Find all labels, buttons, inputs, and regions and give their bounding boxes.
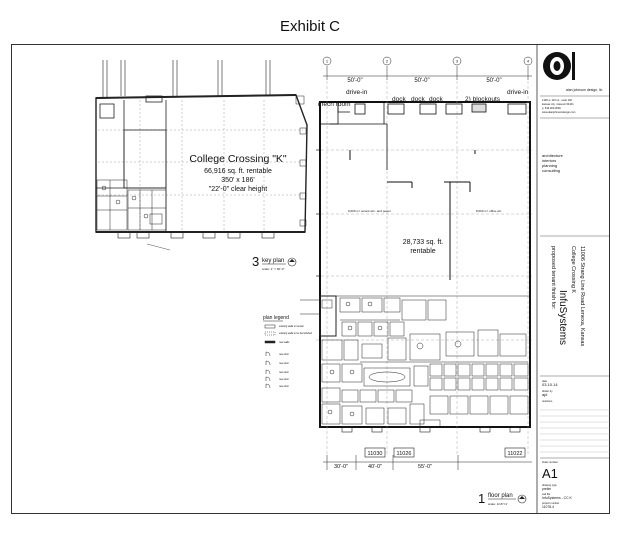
- plan-legend-title: plan legend: [263, 315, 289, 321]
- dock-label: dock: [429, 96, 443, 103]
- project-client: InfuSystems: [557, 290, 568, 345]
- grid-mark: 4: [527, 59, 530, 64]
- legend-item: new walls: [279, 341, 290, 344]
- cad-file: InfuSystems - CC K: [542, 496, 573, 500]
- sheet-number: A1: [542, 466, 558, 481]
- drawn-by-value: ajd: [542, 392, 547, 397]
- date-value: 03.10.14: [542, 382, 558, 387]
- legend-item: existing walls to remain: [279, 325, 304, 328]
- key-plan-drawing: [95, 60, 308, 251]
- revision-lines: [540, 409, 610, 453]
- key-plan-label: key plan: [262, 258, 284, 264]
- floor-plan-shell: [316, 66, 532, 455]
- drawn-by-label: drawn by: [542, 389, 553, 393]
- sheet-number-label: sheet number: [542, 460, 558, 464]
- legend-item: new door: [279, 378, 289, 381]
- firm-address-line: 1300 w. 11th st., suite 100: [542, 98, 573, 102]
- dim-top: 50'-0": [414, 78, 429, 84]
- project-address: 11006 Strang Line Road Lenexa, Kansas: [579, 246, 585, 346]
- project-building: College Crossing K: [570, 246, 576, 293]
- service-item: interiors: [542, 158, 556, 163]
- warehouse-right-note: 8,000 s.f. office wrt.: [476, 209, 502, 213]
- dim-bottom: 55'-0": [418, 464, 432, 470]
- suite-number: 11030: [368, 451, 383, 457]
- legend-item: existing walls to be demolished: [279, 332, 313, 335]
- project-number: 11078.4: [542, 505, 554, 509]
- floor-plan-scale: scale: 1/16"=1': [488, 502, 508, 506]
- drawing-type-label: drawing type: [542, 483, 557, 487]
- north-arrow-icon: [287, 257, 297, 267]
- exhibit-title: Exhibit C: [279, 18, 341, 35]
- key-plan-dims: 350' x 186': [221, 177, 254, 184]
- rentable-word: rentable: [410, 248, 435, 255]
- dim-top: 50'-0": [486, 78, 501, 84]
- drawing-sheet: [11, 44, 610, 514]
- blockouts-label: 2) blockouts: [465, 96, 501, 103]
- grid-bubbles: [322, 56, 533, 66]
- firm-address-line: kansas city, missouri 64101: [542, 102, 574, 106]
- mech-room-text: mech room: [318, 101, 351, 108]
- exit-markers: [341, 426, 521, 433]
- office-area: [300, 295, 530, 426]
- service-item: consulting: [542, 168, 560, 173]
- revisions-label: revisions: [542, 399, 553, 403]
- legend-item: new door: [279, 385, 289, 388]
- floor-plan-sheet-num: 1: [478, 491, 485, 506]
- suite-number: 11022: [508, 451, 523, 457]
- legend-item: new door: [279, 371, 289, 374]
- project-intro: proposed tenant finish for:: [550, 246, 556, 310]
- date-label: date: [542, 379, 548, 383]
- firm-address-line: www.alanjohnsondesign.com: [542, 110, 575, 114]
- firm-address-line: p. 816.000.0000: [542, 106, 561, 110]
- drive-in-right-label: drive-in: [507, 89, 529, 96]
- suite-box: [504, 447, 526, 458]
- drive-in-left-label: drive-in: [346, 89, 368, 96]
- legend-item: new door: [279, 353, 289, 356]
- key-plan-area: 66,916 sq. ft. rentable: [204, 168, 272, 175]
- warehouse-left-note: 9,000 s.f. tenant wrn. and power: [348, 209, 391, 213]
- key-plan-clear-height: "22'-0" clear height: [209, 186, 268, 193]
- project-number-label: project number: [542, 501, 559, 505]
- firm-logo-icon: [543, 52, 575, 80]
- suite-box: [393, 447, 415, 458]
- dim-top: 50'-0": [347, 78, 362, 84]
- firm-name: alan johnson design, llc: [566, 88, 603, 92]
- plan-legend-symbols: [264, 324, 276, 389]
- dock-label: dock: [392, 96, 406, 103]
- dim-bottom: 40'-0": [368, 464, 382, 470]
- cad-file-label: cad file: [542, 492, 551, 496]
- grid-mark: 2: [386, 59, 389, 64]
- legend-item: new door: [279, 362, 289, 365]
- dock-label: dock: [411, 96, 425, 103]
- rentable-area: 28,733 sq. ft.: [403, 239, 444, 246]
- drawing-type: prelim: [542, 487, 551, 491]
- key-plan-scale: scale: 1" = 60'-0": [262, 267, 284, 271]
- key-plan-sheet-num: 3: [252, 254, 259, 269]
- suite-box: [364, 447, 386, 458]
- dim-bottom: 30'-0": [334, 464, 348, 470]
- service-item: architecture: [542, 153, 564, 158]
- grid-mark: 3: [456, 59, 459, 64]
- mech-room-label: mech room: [318, 101, 351, 108]
- north-arrow-icon: [517, 494, 527, 504]
- floor-plan-label: floor plan: [488, 493, 513, 499]
- service-item: planning: [542, 163, 557, 168]
- suite-number: 11026: [397, 451, 412, 457]
- grid-mark: 1: [326, 59, 329, 64]
- dimension-line-bottom: [323, 455, 532, 470]
- key-plan-name: College Crossing "K": [189, 153, 287, 165]
